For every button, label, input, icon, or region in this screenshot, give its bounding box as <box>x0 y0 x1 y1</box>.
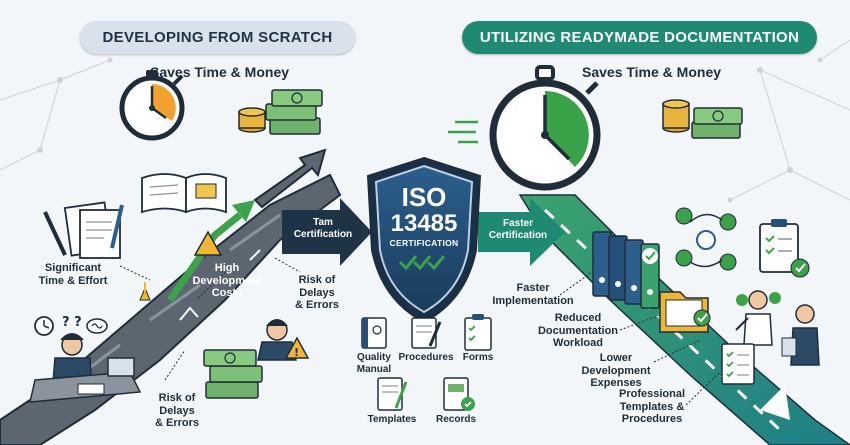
doc-label-records: Records <box>435 414 476 425</box>
significant-time-label: Significant Time & Effort <box>38 262 108 287</box>
reduced-workload-label: Reduced Documentation Workload <box>537 312 619 350</box>
shield-number-text: 13485 <box>390 210 458 237</box>
doc-label-procedures: Procedures <box>398 352 454 363</box>
left-arrow-label: Tam Certification <box>293 217 353 240</box>
folder-icon <box>659 291 711 333</box>
certification-arrow-left <box>282 198 372 266</box>
right-approach-title: UTILIZING READYMADE DOCUMENTATION <box>462 21 817 54</box>
warning-sign-icon <box>139 230 223 301</box>
money-stack-icon-right <box>662 99 743 139</box>
right-subtitle: Saves Time & Money <box>582 64 722 80</box>
procedures-icon <box>411 317 442 349</box>
checklist-icon <box>721 343 755 385</box>
stressed-worker-figure: ? ? <box>29 315 142 403</box>
left-subtitle: Saves Time & Money <box>150 64 290 80</box>
large-stopwatch-icon <box>489 65 601 191</box>
svg-text:? ?: ? ? <box>62 315 82 330</box>
lower-expenses-label: Lower Development Expenses <box>581 352 651 390</box>
doc-label-manual: Quality Manual <box>356 352 392 375</box>
certification-arrow-right <box>478 198 565 266</box>
money-pile-icon <box>203 349 263 399</box>
pointer-lines-left <box>119 257 301 381</box>
doc-label-forms: Forms <box>462 352 494 363</box>
forms-icon <box>464 314 492 351</box>
iso-shield-badge <box>366 156 482 324</box>
network-lines-right <box>727 39 850 203</box>
worried-person-figure: ! <box>257 319 310 361</box>
process-cycle-icon <box>675 207 737 271</box>
clipboard-icon <box>759 219 810 278</box>
shield-certification-text: CERTIFICATION <box>389 238 459 248</box>
stopwatch-icon <box>119 70 185 141</box>
shield-iso-text: ISO <box>401 182 447 212</box>
right-arrow-label: Faster Certification <box>488 218 548 241</box>
money-stack-icon <box>238 89 323 135</box>
clock-icon <box>34 316 54 336</box>
binders-icon <box>592 231 660 309</box>
business-people-figure <box>735 290 820 366</box>
risk-lower-label: Risk of Delays & Errors <box>154 392 200 430</box>
high-costs-label: High Development Costs <box>192 262 262 300</box>
speed-lines-icon <box>448 120 478 144</box>
faster-implementation-label: Faster Implementation <box>492 282 574 307</box>
professional-templates-label: Professional Templates & Procedures <box>618 388 686 426</box>
growth-arrow-icon <box>167 200 255 302</box>
risk-upper-label: Risk of Delays & Errors <box>294 274 340 312</box>
svg-text:!: ! <box>294 346 299 359</box>
shield-check-icons <box>398 255 446 271</box>
doc-label-templates: Templates <box>367 414 417 425</box>
templates-icon <box>377 377 408 411</box>
papers-and-pen-icon <box>43 201 124 259</box>
road-arrow-tip <box>253 148 327 209</box>
book-icon <box>141 173 227 214</box>
records-icon <box>443 377 475 411</box>
left-approach-title: DEVELOPING FROM SCRATCH <box>80 21 355 54</box>
manual-icon <box>361 317 387 349</box>
pointer-lines-right <box>559 271 721 406</box>
network-lines-left <box>0 57 113 171</box>
thought-bubble-icon <box>86 318 108 334</box>
